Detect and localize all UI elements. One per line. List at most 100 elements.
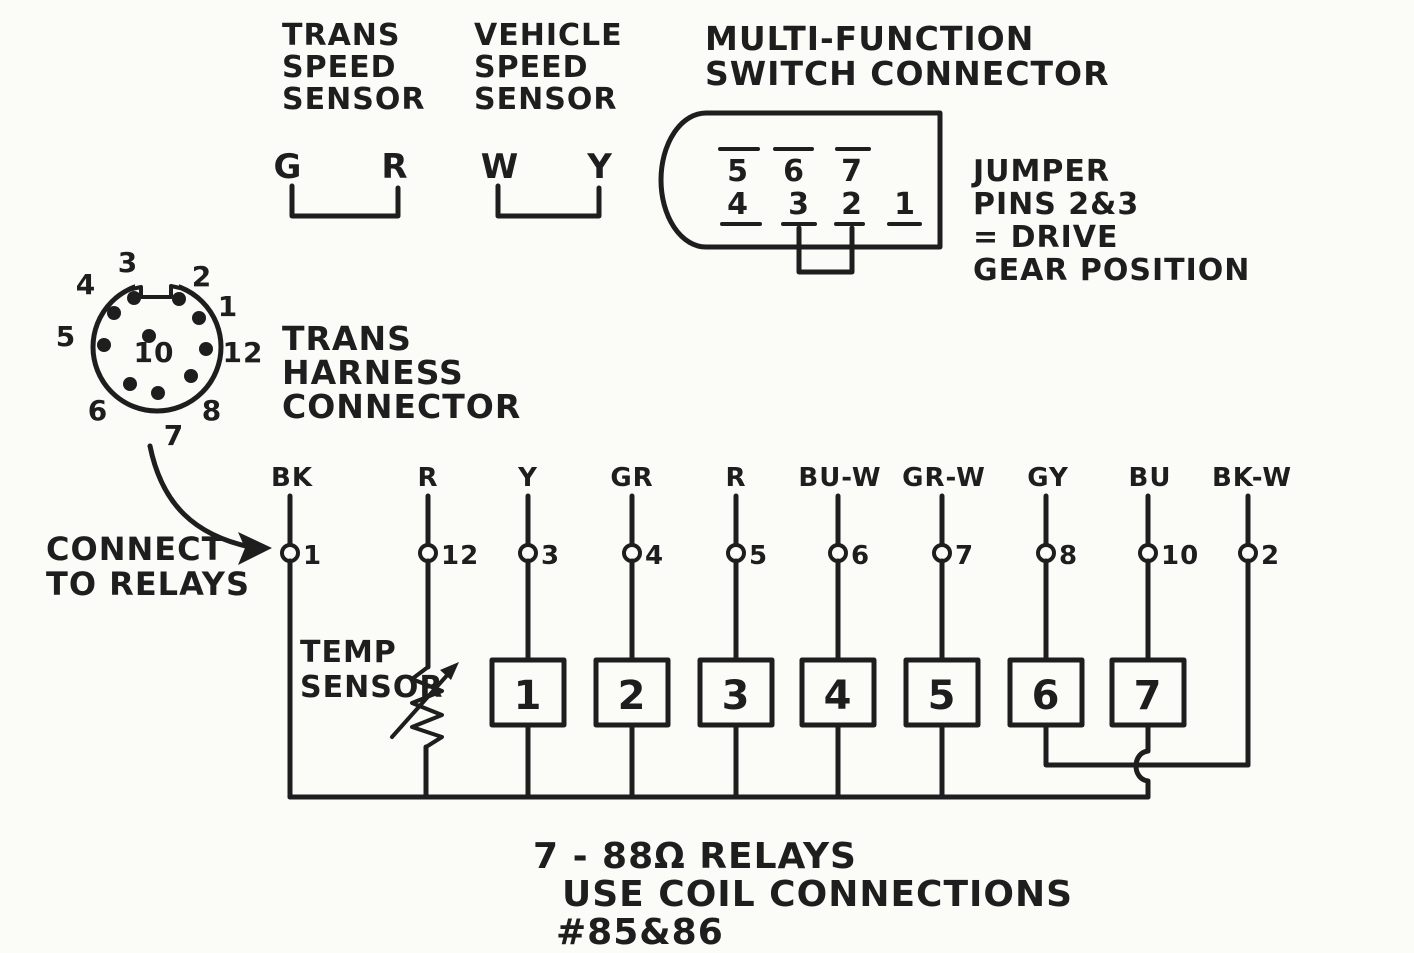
wire-pin-number: 1 — [303, 541, 322, 571]
mfs-pin-7: 7 — [841, 154, 863, 189]
trans-speed-sensor-label-line-2: SPEED — [282, 50, 396, 85]
relay-label-4: 4 — [824, 673, 853, 719]
relay-label-2: 2 — [618, 673, 647, 719]
relay6-to-pin2-link — [1043, 722, 1251, 768]
trans-speed-sensor-label-line-3: SENSOR — [282, 82, 425, 117]
multi-function-switch-connector: MULTI-FUNCTION SWITCH CONNECTOR 5 6 7 4 … — [658, 19, 1250, 288]
connect-note-line-2: TO RELAYS — [46, 565, 250, 603]
jumper-note-line-4: GEAR POSITION — [973, 253, 1250, 288]
harness-title-line-3: CONNECTOR — [282, 387, 521, 426]
connect-to-relays-note: CONNECT TO RELAYS — [46, 443, 272, 603]
mfs-pin-4: 4 — [727, 187, 749, 222]
vehicle-speed-sensor: VEHICLE SPEED SENSOR W Y — [474, 18, 623, 219]
harness-pin-dot-1 — [192, 311, 206, 325]
temp-sensor-resistor-zigzag — [410, 665, 444, 749]
vehicle-speed-sensor-loop — [495, 183, 602, 219]
wire-gr-4: GR 4 2 — [593, 463, 671, 800]
wire-pin-number: 12 — [441, 541, 479, 571]
wire-pin-number: 8 — [1059, 541, 1078, 571]
harness-pin-label-6: 6 — [88, 394, 108, 427]
footer-line-2: USE COIL CONNECTIONS — [562, 874, 1073, 915]
wire-pin-number: 2 — [1261, 541, 1280, 571]
mfs-pin-6: 6 — [783, 154, 805, 189]
wire-pin-number: 3 — [541, 541, 560, 571]
wire-color-label: BU — [1129, 463, 1172, 493]
harness-title-line-1: TRANS — [282, 319, 412, 358]
vehicle-speed-sensor-wire-w-label: W — [481, 147, 520, 187]
vehicle-speed-sensor-wire-y-label: Y — [586, 147, 613, 187]
relay-box-2 — [593, 657, 671, 728]
relay-box-3 — [697, 657, 775, 728]
jumper-note-line-2: PINS 2&3 — [973, 187, 1139, 222]
harness-pin-dot-3 — [127, 291, 141, 305]
wire-pin-number: 5 — [749, 541, 768, 571]
wire-color-label: BK — [271, 463, 313, 493]
wire-pin-number: 6 — [851, 541, 870, 571]
harness-pin-dot-6 — [123, 377, 137, 391]
variable-resistor-arrowhead — [440, 662, 459, 680]
wire-color-label: R — [417, 463, 438, 493]
footer-line-3: #85&86 — [556, 912, 724, 953]
footer-line-1: 7 - 88Ω RELAYS — [533, 836, 857, 877]
wire-color-label: GY — [1027, 463, 1069, 493]
relay-label-3: 3 — [722, 673, 751, 719]
harness-keyway-notch — [130, 284, 182, 299]
variable-resistor-arrow — [390, 670, 452, 739]
wire-color-label: BK-W — [1212, 463, 1292, 493]
wire-y-3: Y 3 1 — [489, 463, 567, 800]
wire-pin-number: 7 — [955, 541, 974, 571]
relay-label-1: 1 — [514, 673, 543, 719]
wire-hop-over-link — [1133, 722, 1151, 800]
harness-pin-label-12: 12 — [223, 336, 264, 369]
vehicle-speed-sensor-label-line-3: SENSOR — [474, 82, 617, 117]
trans-speed-sensor-wire-g-label: G — [274, 147, 303, 187]
harness-pin-label-3: 3 — [118, 246, 138, 279]
temp-sensor-label-line-2: SENSOR — [300, 670, 443, 705]
vehicle-speed-sensor-label-line-2: SPEED — [474, 50, 588, 85]
wire-buw-6: BU-W 6 4 — [798, 463, 881, 800]
relay-label-6: 6 — [1032, 673, 1061, 719]
temp-sensor-label-line-1: TEMP — [300, 635, 397, 670]
connect-arrowhead — [238, 532, 272, 565]
harness-pin-dot-8 — [184, 369, 198, 383]
mfs-pin-5: 5 — [727, 154, 749, 189]
harness-pin-label-1: 1 — [218, 290, 238, 323]
trans-speed-sensor-wire-r-label: R — [381, 147, 408, 187]
mfs-title-line-2: SWITCH CONNECTOR — [705, 54, 1110, 93]
harness-pin-dot-10 — [142, 329, 156, 343]
mfs-title-line-1: MULTI-FUNCTION — [705, 19, 1034, 58]
mfs-jumper-2-3 — [796, 225, 855, 275]
harness-pin-label-10: 10 — [134, 336, 175, 369]
wire-color-label: Y — [517, 463, 538, 493]
mfs-pin-2: 2 — [841, 187, 863, 222]
connect-note-line-1: CONNECT — [46, 530, 224, 568]
harness-title-line-2: HARNESS — [282, 353, 464, 392]
trans-harness-connector: 4 3 2 1 12 8 7 6 5 10 TRANS HARNESS CONN… — [56, 246, 521, 452]
relay-box-5 — [903, 657, 981, 728]
wire-bu-10: BU 10 7 — [1109, 463, 1199, 800]
jumper-note-line-3: = DRIVE — [973, 220, 1118, 255]
harness-pin-dot-12 — [199, 342, 213, 356]
trans-speed-sensor: TRANS SPEED SENSOR G R — [274, 18, 425, 219]
mfs-connector-outline — [658, 110, 943, 250]
wire-pin-number: 10 — [1161, 541, 1199, 571]
jumper-note-line-1: JUMPER — [971, 154, 1110, 189]
wire-bk-1: BK 1 — [271, 463, 322, 800]
mfs-pin-1: 1 — [894, 187, 916, 222]
harness-pin-dot-5 — [97, 338, 111, 352]
wire-color-label: GR — [610, 463, 653, 493]
wire-r-12: R 12 TEMP SENSOR — [300, 463, 479, 800]
connect-arrow-curve — [147, 443, 253, 550]
footer-note: 7 - 88Ω RELAYS USE COIL CONNECTIONS #85&… — [533, 836, 1073, 953]
vehicle-speed-sensor-label-line-1: VEHICLE — [474, 18, 623, 53]
wire-r-5: R 5 3 — [697, 463, 775, 800]
trans-speed-sensor-label-line-1: TRANS — [282, 18, 401, 53]
harness-pin-label-2: 2 — [192, 260, 212, 293]
harness-pin-label-7: 7 — [164, 419, 184, 452]
relay-label-7: 7 — [1134, 673, 1163, 719]
wire-color-label: R — [725, 463, 746, 493]
harness-pin-dot-4 — [107, 306, 121, 320]
mfs-pin-3: 3 — [788, 187, 810, 222]
wire-color-label: BU-W — [798, 463, 881, 493]
